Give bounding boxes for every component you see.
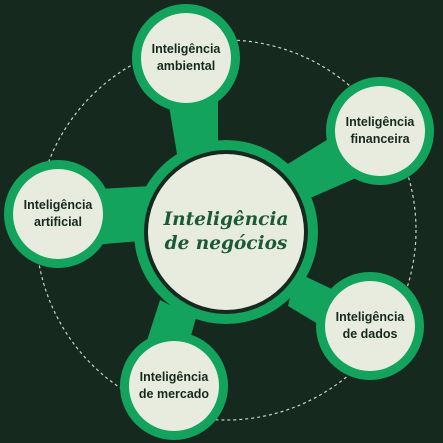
node-ambiental-fill xyxy=(141,13,231,103)
node-financeira-label: Inteligência financeira xyxy=(345,115,415,146)
center-title: Inteligência de negócios xyxy=(163,208,289,254)
node-artificial-label: Inteligência artificial xyxy=(23,198,93,229)
center-node xyxy=(148,154,304,310)
node-mercado-label: Inteligência de mercado xyxy=(138,370,210,401)
node-dados-fill xyxy=(325,281,415,371)
node-ambiental-label: Inteligência ambiental xyxy=(151,42,221,73)
node-financeira-fill xyxy=(335,86,425,176)
node-dados-label: Inteligência de dados xyxy=(335,310,405,341)
node-artificial-fill xyxy=(13,169,103,259)
node-mercado-fill xyxy=(129,341,219,431)
